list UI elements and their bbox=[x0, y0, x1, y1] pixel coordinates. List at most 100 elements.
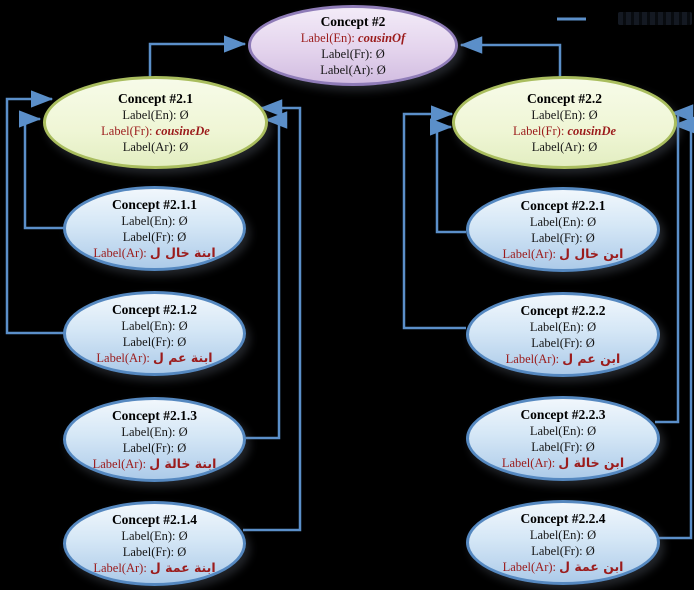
label-line: Label(En): Ø bbox=[121, 213, 187, 229]
label-key: Label(En): bbox=[121, 529, 176, 543]
label-key: Label(Ar): bbox=[531, 140, 586, 154]
label-value: ابن خالة ل bbox=[558, 455, 625, 470]
label-value: ابن خال ل bbox=[559, 246, 624, 261]
label-value: ابنة خال ل bbox=[149, 245, 216, 260]
label-key: Label(Fr): bbox=[531, 440, 583, 454]
concept-title: Concept #2 bbox=[320, 14, 386, 29]
connector-c224-to-c22 bbox=[658, 116, 694, 540]
label-line: Label(En): Ø bbox=[530, 214, 596, 230]
label-line: Label(Ar): ابنة خال ل bbox=[93, 245, 215, 261]
label-value: Ø bbox=[587, 424, 597, 438]
connector-c213-to-c21 bbox=[245, 111, 288, 440]
label-key: Label(Fr): bbox=[101, 124, 153, 138]
label-value: Ø bbox=[177, 441, 187, 455]
label-key: Label(Ar): bbox=[501, 456, 556, 470]
label-line: Label(Ar): Ø bbox=[320, 62, 386, 78]
label-value: Ø bbox=[178, 214, 188, 228]
label-key: Label(Ar): bbox=[502, 247, 556, 261]
label-line: Label(Ar): Ø bbox=[123, 139, 189, 155]
label-key: Label(Ar): bbox=[320, 63, 374, 77]
label-value: ابن عمة ل bbox=[559, 559, 624, 574]
label-key: Label(Ar): bbox=[92, 457, 147, 471]
concept-title: Concept #2.2 bbox=[527, 91, 602, 106]
label-key: Label(En): bbox=[529, 320, 584, 334]
label-value: Ø bbox=[177, 335, 187, 349]
label-line: Label(Ar): ابن خالة ل bbox=[502, 455, 624, 471]
label-value: Ø bbox=[179, 140, 189, 154]
concept-title: Concept #2.2.4 bbox=[520, 511, 606, 526]
concept-title: Concept #2.1.2 bbox=[111, 302, 198, 317]
label-key: Label(Fr): bbox=[531, 336, 583, 350]
label-line: Label(Fr): Ø bbox=[531, 439, 595, 455]
connector-c211-to-c21 bbox=[18, 110, 65, 230]
label-line: Label(Ar): ابنة عم ل bbox=[96, 350, 212, 366]
connector-c223-to-c22 bbox=[655, 104, 694, 424]
concept-title: Concept #2.2.3 bbox=[520, 407, 606, 422]
label-key: Label(Fr): bbox=[321, 47, 373, 61]
label-key: Label(Fr): bbox=[122, 545, 175, 559]
label-value: Ø bbox=[376, 63, 386, 77]
label-value: Ø bbox=[587, 528, 597, 542]
label-key: Label(Fr): bbox=[512, 124, 565, 138]
label-line: Label(En): Ø bbox=[530, 319, 596, 335]
label-line: Label(Fr): cousineDe bbox=[101, 123, 210, 139]
label-line: Label(Ar): ابن عمة ل bbox=[503, 559, 624, 575]
connector-c214-to-c21 bbox=[243, 99, 302, 532]
label-value: Ø bbox=[178, 319, 188, 333]
label-value: Ø bbox=[179, 108, 189, 122]
label-key: Label(En): bbox=[529, 528, 584, 542]
label-value: cousinDe bbox=[567, 124, 617, 138]
label-value: Ø bbox=[177, 230, 187, 244]
label-key: Label(Fr): bbox=[122, 441, 175, 455]
concept-title: Concept #2.2.2 bbox=[520, 303, 606, 318]
label-value: ابنة خالة ل bbox=[149, 456, 217, 471]
label-key: Label(En): bbox=[531, 108, 586, 122]
connector-c222-to-c22 bbox=[402, 105, 466, 330]
label-key: Label(En): bbox=[529, 424, 584, 438]
label-value: ابنة عمة ل bbox=[149, 560, 216, 575]
label-value: ابن عم ل bbox=[562, 351, 621, 366]
label-key: Label(En): bbox=[121, 214, 176, 228]
label-line: Label(Fr): Ø bbox=[123, 334, 187, 350]
label-line: Label(Fr): Ø bbox=[123, 440, 187, 456]
label-value: cousineDe bbox=[155, 124, 210, 138]
label-key: Label(Fr): bbox=[531, 231, 583, 245]
label-line: Label(Fr): Ø bbox=[531, 335, 595, 351]
label-value: cousinOf bbox=[358, 31, 406, 45]
legend-caption-illegible bbox=[618, 12, 692, 25]
label-key: Label(Ar): bbox=[122, 140, 177, 154]
label-line: Label(Fr): Ø bbox=[321, 46, 385, 62]
label-key: Label(En): bbox=[300, 31, 355, 45]
concept-title: Concept #2.2.1 bbox=[520, 198, 606, 213]
label-line: Label(Fr): cousinDe bbox=[513, 123, 616, 139]
label-key: Label(Ar): bbox=[96, 351, 150, 365]
connector-c212-to-c21 bbox=[5, 90, 66, 335]
label-value: Ø bbox=[587, 215, 597, 229]
label-value: Ø bbox=[585, 336, 595, 350]
concept-title: Concept #2.1 bbox=[118, 91, 193, 106]
label-key: Label(Ar): bbox=[505, 352, 560, 366]
label-line: Label(En): Ø bbox=[530, 527, 596, 543]
label-value: Ø bbox=[585, 231, 595, 245]
label-line: Label(Ar): ابن عم ل bbox=[506, 351, 621, 367]
connector-c21-to-c2 bbox=[148, 35, 247, 78]
label-key: Label(Fr): bbox=[531, 544, 583, 558]
label-value: Ø bbox=[178, 425, 188, 439]
label-key: Label(En): bbox=[122, 108, 177, 122]
concept-title: Concept #2.1.4 bbox=[111, 512, 198, 527]
label-key: Label(Ar): bbox=[93, 246, 147, 260]
label-value: Ø bbox=[585, 544, 595, 558]
connector-c22-to-c2 bbox=[459, 36, 562, 78]
label-line: Label(Ar): Ø bbox=[532, 139, 598, 155]
label-value: Ø bbox=[375, 47, 385, 61]
